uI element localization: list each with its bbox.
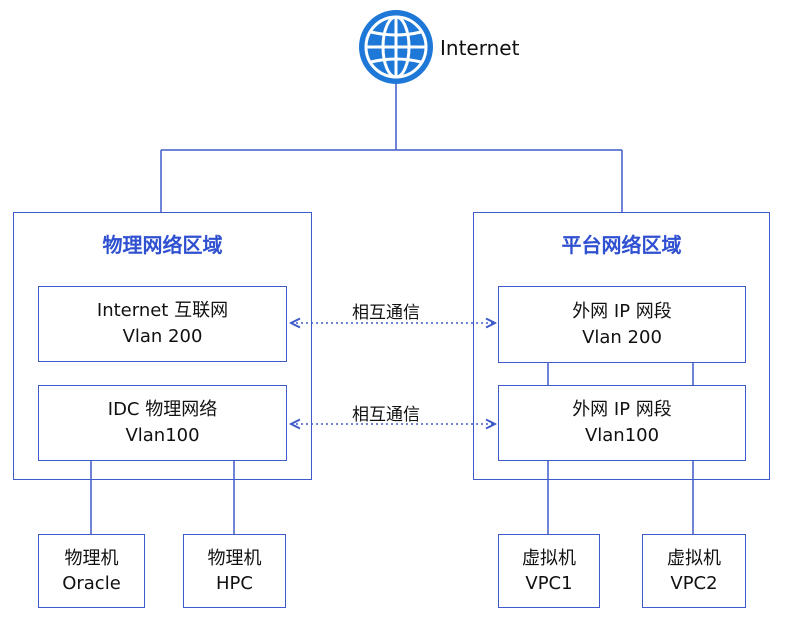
segment-vlan: Vlan100 (584, 425, 660, 446)
internet-label: Internet (440, 36, 520, 60)
link-label-1: 相互通信 (352, 303, 420, 323)
host-oracle: 物理机 Oracle (38, 534, 145, 608)
segment-vlan: Vlan 200 (122, 326, 203, 347)
segment-name: Internet 互联网 (96, 300, 229, 321)
host-hpc: 物理机 HPC (183, 534, 286, 608)
segment-vlan: Vlan 200 (582, 326, 662, 348)
host-type: 虚拟机 (522, 548, 576, 569)
host-vpc2: 虚拟机 VPC2 (642, 534, 746, 608)
segment-name: IDC 物理网络 (107, 399, 218, 420)
host-name: HPC (216, 573, 253, 594)
host-vpc1: 虚拟机 VPC1 (498, 534, 600, 608)
platform-network-region: 平台网络区域 (473, 212, 770, 480)
physical-region-title: 物理网络区域 (102, 233, 223, 257)
link-label-2: 相互通信 (352, 405, 420, 425)
platform-region-title: 平台网络区域 (561, 233, 682, 257)
host-name: VPC2 (670, 573, 718, 594)
host-type: 虚拟机 (667, 548, 721, 569)
platform-segment-1: 外网 IP 网段 Vlan 200 (498, 286, 746, 363)
segment-vlan: Vlan100 (125, 425, 200, 446)
segment-name: 外网 IP 网段 (572, 300, 672, 322)
physical-segment-idc: IDC 物理网络 Vlan100 (38, 385, 287, 461)
host-name: VPC1 (525, 573, 573, 594)
platform-segment-2: 外网 IP 网段 Vlan100 (498, 385, 746, 461)
host-type: 物理机 (64, 548, 119, 569)
segment-name: 外网 IP 网段 (572, 399, 672, 420)
host-name: Oracle (62, 573, 121, 594)
host-type: 物理机 (207, 548, 262, 569)
physical-segment-internet: Internet 互联网 Vlan 200 (38, 286, 287, 362)
physical-network-region: 物理网络区域 (13, 212, 312, 480)
globe-icon (359, 10, 433, 84)
